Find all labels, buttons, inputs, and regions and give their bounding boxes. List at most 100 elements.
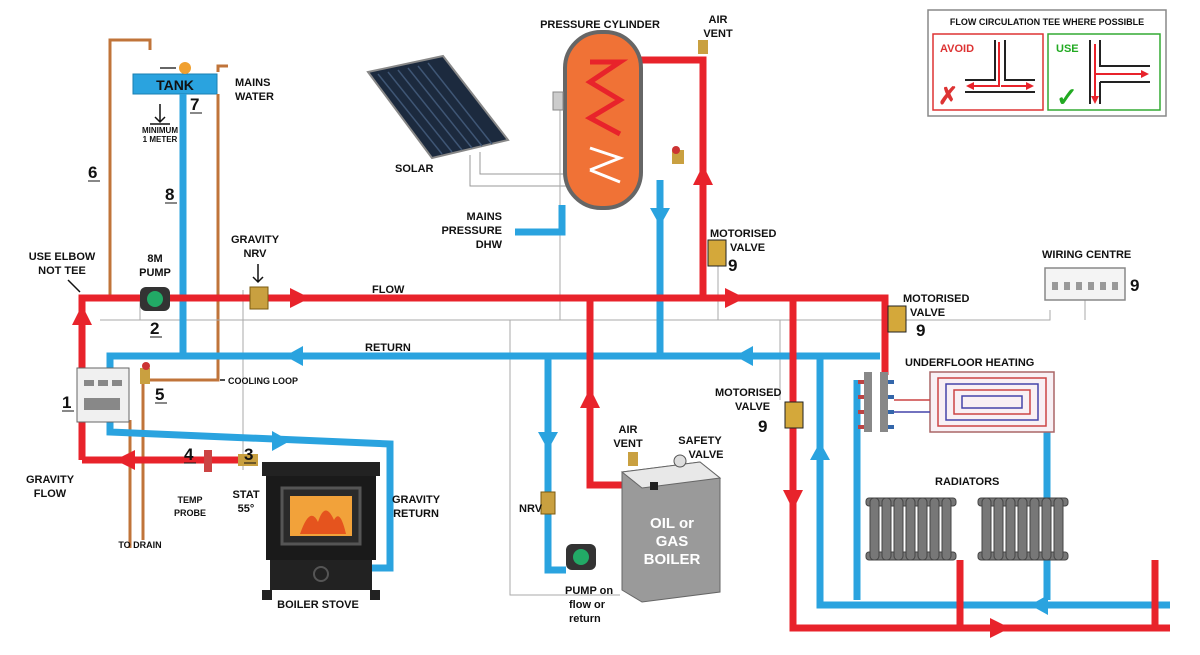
cooling-loop-label: COOLING LOOP bbox=[228, 376, 298, 386]
stat-label-1: STAT bbox=[232, 489, 259, 501]
legend-avoid-label: AVOID bbox=[940, 43, 974, 55]
tank-label: TANK bbox=[156, 77, 194, 93]
legend-box: FLOW CIRCULATION TEE WHERE POSSIBLE AVOI… bbox=[927, 9, 1167, 117]
gravity-flow-label-2: FLOW bbox=[34, 488, 67, 500]
motorised-valve-label-1a: MOTORISED bbox=[710, 228, 776, 240]
underfloor-loop-icon bbox=[894, 371, 1055, 433]
use-elbow-label-2: NOT TEE bbox=[38, 265, 86, 277]
pressure-cylinder-label: PRESSURE CYLINDER bbox=[540, 19, 660, 31]
boiler-air-vent-label-2: VENT bbox=[613, 438, 643, 450]
use-check-icon: ✓ bbox=[1056, 82, 1078, 112]
temp-probe-label-2: PROBE bbox=[174, 508, 206, 518]
gravity-return-label-1: GRAVITY bbox=[392, 494, 441, 506]
solar-label: SOLAR bbox=[395, 163, 434, 175]
use-elbow-label-1: USE ELBOW bbox=[29, 251, 96, 263]
pressure-cylinder bbox=[552, 30, 643, 210]
use-elbow-pointer bbox=[67, 279, 81, 293]
number-9c: 9 bbox=[758, 417, 767, 436]
minimum-label-1: MINIMUM bbox=[142, 126, 178, 135]
to-drain-label: TO DRAIN bbox=[118, 540, 161, 550]
motorised-valve-icon bbox=[887, 305, 907, 333]
avoid-tee-icon bbox=[965, 40, 1035, 93]
minimum-height-arrow bbox=[150, 104, 170, 125]
gravity-nrv-label-2: NRV bbox=[243, 248, 267, 260]
motorised-valve-icon bbox=[784, 401, 804, 429]
nrv-valve-icon bbox=[540, 491, 556, 515]
return-flow-arrows bbox=[272, 208, 1048, 615]
minimum-label-2: 1 METER bbox=[143, 135, 178, 144]
boiler-stove-label: BOILER STOVE bbox=[277, 599, 359, 611]
number-9a: 9 bbox=[728, 256, 737, 275]
stat-label-2: 55° bbox=[238, 503, 255, 515]
wiring-centre-icon bbox=[1044, 267, 1126, 301]
gravity-nrv-pointer bbox=[252, 264, 264, 284]
motorised-valve-label-1c: MOTORISED bbox=[715, 387, 781, 399]
air-vent-top-label-1: AIR bbox=[709, 14, 728, 26]
number-9d: 9 bbox=[1130, 276, 1139, 295]
safety-valve-icon bbox=[673, 454, 687, 468]
gravity-flow-label-1: GRAVITY bbox=[26, 474, 75, 486]
boiler-label-3: BOILER bbox=[644, 551, 701, 568]
oil-gas-boiler bbox=[620, 461, 722, 603]
8m-pump-icon bbox=[140, 287, 170, 311]
radiator-icon bbox=[865, 497, 957, 561]
temp-probe-label-1: TEMP bbox=[177, 495, 202, 505]
number-8: 8 bbox=[165, 185, 174, 204]
return-label: RETURN bbox=[365, 342, 411, 354]
motorised-valve-label-2c: VALVE bbox=[735, 401, 770, 413]
use-tee-icon bbox=[1089, 40, 1150, 104]
motorised-valve-label-2b: VALVE bbox=[910, 307, 945, 319]
gravity-nrv-icon bbox=[249, 286, 269, 310]
radiator-icon bbox=[977, 497, 1069, 561]
solar-panel bbox=[366, 54, 588, 187]
gravity-nrv-label-1: GRAVITY bbox=[231, 234, 280, 246]
number-5: 5 bbox=[155, 385, 164, 404]
number-9b: 9 bbox=[916, 321, 925, 340]
air-vent-top-label-2: VENT bbox=[703, 28, 733, 40]
avoid-cross-icon: ✗ bbox=[938, 83, 958, 110]
boiler-label-2: GAS bbox=[656, 533, 689, 550]
motorised-valve-label-2a: VALVE bbox=[730, 242, 765, 254]
nrv-label: NRV bbox=[519, 503, 543, 515]
number-6: 6 bbox=[88, 163, 97, 182]
boiler-air-vent-label-1: AIR bbox=[619, 424, 638, 436]
underfloor-manifold-icon bbox=[858, 372, 894, 432]
pump-on-label-2: flow or bbox=[569, 599, 606, 611]
motorised-valve-icon bbox=[707, 239, 727, 267]
mains-water-label-1: MAINS bbox=[235, 77, 270, 89]
boiler-pump-icon bbox=[566, 544, 596, 570]
pump-label-2: PUMP bbox=[139, 267, 171, 279]
wiring-centre-label: WIRING CENTRE bbox=[1042, 249, 1131, 261]
boiler-stove bbox=[262, 462, 380, 600]
pump-label-1: 8M bbox=[147, 253, 162, 265]
safety-valve-label-1: SAFETY bbox=[678, 435, 722, 447]
number-1: 1 bbox=[62, 393, 71, 412]
heat-control-unit bbox=[76, 367, 130, 423]
mains-pressure-label-3: DHW bbox=[476, 239, 503, 251]
mains-water-label-2: WATER bbox=[235, 91, 274, 103]
cooling-loop-valve-icon bbox=[140, 362, 150, 384]
flow-label: FLOW bbox=[372, 284, 405, 296]
pump-on-label-1: PUMP on bbox=[565, 585, 613, 597]
number-7: 7 bbox=[190, 95, 199, 114]
flow-direction-arrows bbox=[72, 165, 1010, 638]
safety-valve-label-2: VALVE bbox=[688, 449, 723, 461]
legend-use-label: USE bbox=[1056, 43, 1079, 55]
legend-title: FLOW CIRCULATION TEE WHERE POSSIBLE bbox=[950, 17, 1144, 27]
pump-on-label-3: return bbox=[569, 613, 601, 625]
cylinder-valve-icon bbox=[672, 146, 684, 164]
air-vent-top-icon bbox=[698, 40, 708, 54]
temp-probe-icon bbox=[204, 450, 212, 472]
motorised-valve-label-1b: MOTORISED bbox=[903, 293, 969, 305]
boiler-air-vent-icon bbox=[628, 452, 638, 466]
header-tank: TANK bbox=[132, 62, 218, 95]
underfloor-heating-label: UNDERFLOOR HEATING bbox=[905, 357, 1034, 369]
mains-pressure-label-1: MAINS bbox=[467, 211, 502, 223]
radiators-label: RADIATORS bbox=[935, 476, 999, 488]
boiler-label-1: OIL or bbox=[650, 515, 694, 532]
number-3: 3 bbox=[244, 445, 253, 464]
gravity-return-label-2: RETURN bbox=[393, 508, 439, 520]
legend-avoid-panel bbox=[932, 33, 1044, 111]
number-2: 2 bbox=[150, 319, 159, 338]
